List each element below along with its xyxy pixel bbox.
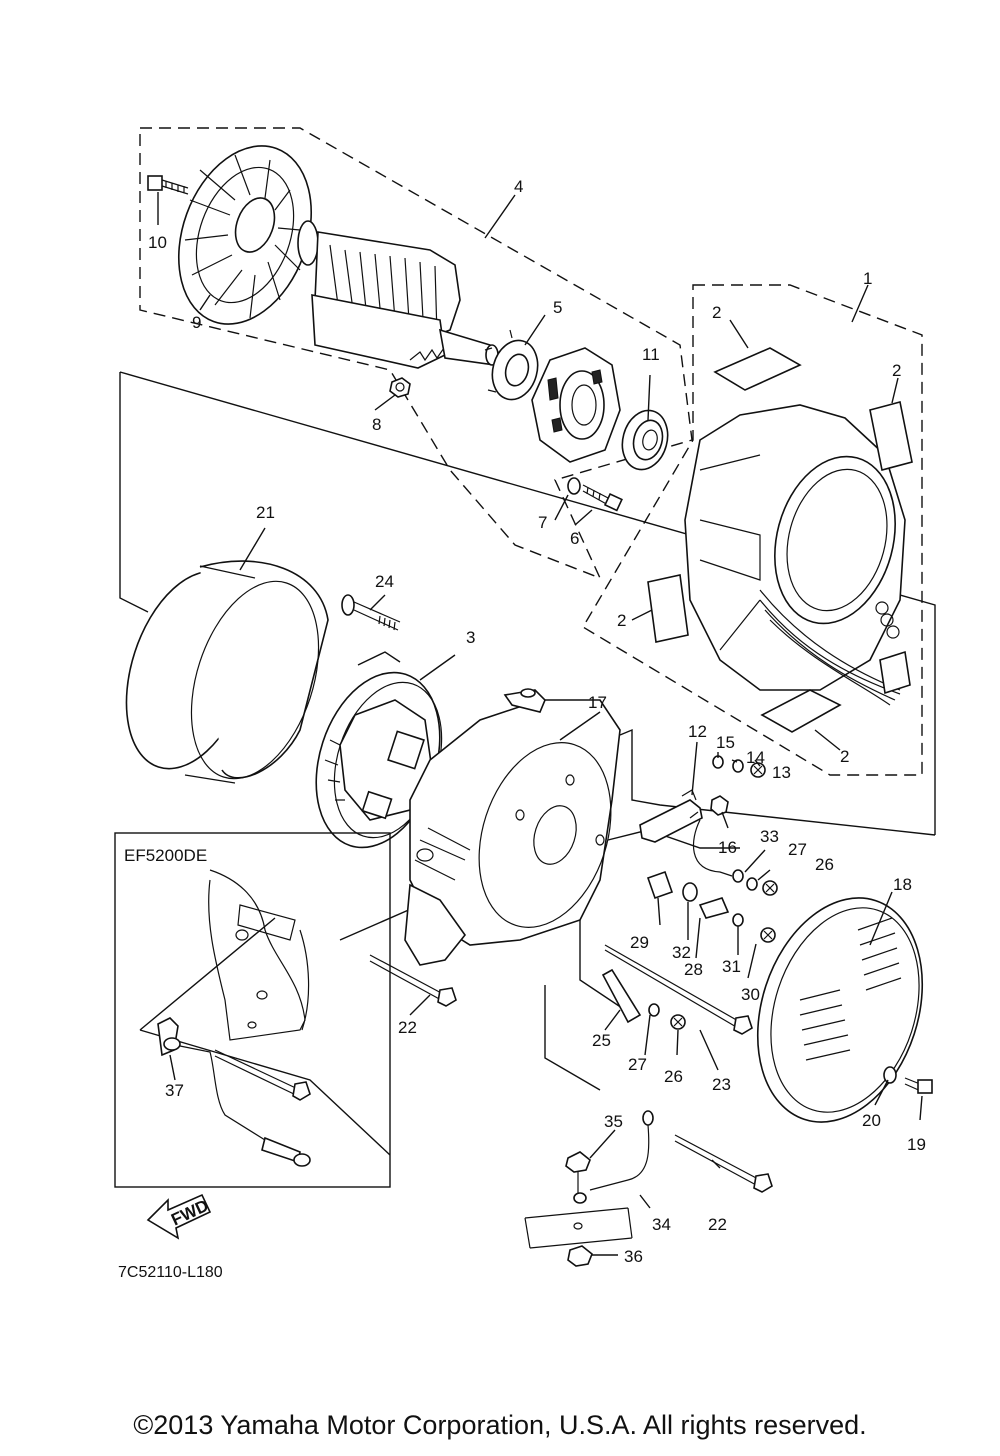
part-8-nut [389,377,411,398]
part-2-pads [647,347,913,733]
callout-18: 18 [893,875,912,894]
callout-28: 28 [684,960,703,979]
callout-30: 30 [741,985,760,1004]
group-4-boundary [139,127,693,580]
part-30-screw [760,927,776,943]
part-29-block [646,870,674,900]
part-1-stator [684,404,911,706]
part-34-ground-cable [573,1110,654,1204]
part-32-collar [682,882,698,902]
callout-2c: 2 [617,611,626,630]
callout-21: 21 [256,503,275,522]
callout-32: 32 [672,943,691,962]
callout-16: 16 [718,838,737,857]
frame-member [524,1207,633,1249]
part-4-rotor [297,220,499,369]
callout-5: 5 [553,298,562,317]
part-25-tab [601,968,642,1024]
part-18-end-cover [756,897,924,1123]
part-26-screw [762,880,778,896]
part-22-bolt-left [369,954,457,1007]
part-27-washer [746,877,758,891]
callout-31: 31 [722,957,741,976]
inset-title: EF5200DE [124,846,208,865]
part-35-bolt [565,1151,591,1195]
part-24-bolt [341,594,401,631]
callout-6: 6 [570,529,579,548]
part-37-cable [157,1017,311,1167]
part-27-washer-lower [648,1003,660,1017]
callout-20: 20 [862,1111,881,1130]
ground-lead [692,819,733,877]
callout-1: 1 [863,269,872,288]
part-20-washer [883,1066,897,1084]
frame-hole [573,1222,583,1230]
callout-33: 33 [760,827,779,846]
part-12-bracket [639,789,703,843]
copyright-notice: ©2013 Yamaha Motor Corporation, U.S.A. A… [133,1410,867,1440]
assembly-boundary-lines [119,371,936,1091]
callout-8: 8 [372,415,381,434]
part-22-bolt-lower [674,1134,773,1193]
part-16-nut [710,795,729,816]
callout-19: 19 [907,1135,926,1154]
part-17-housing [404,688,621,966]
part-10-bolt [147,175,189,195]
callout-22b: 22 [708,1215,727,1234]
callout-23: 23 [712,1075,731,1094]
part-11-bearing [621,409,669,471]
part-6-bolt [582,484,623,512]
callout-26a: 26 [815,855,834,874]
part-14-washer [732,759,744,773]
callout-22a: 22 [398,1018,417,1037]
callout-27b: 27 [628,1055,647,1074]
callout-24: 24 [375,572,394,591]
leader-lines [157,192,923,1256]
callout-2b: 2 [892,361,901,380]
part-9-fan [177,145,313,325]
callout-29: 29 [630,933,649,952]
callout-14: 14 [746,748,765,767]
part-19-bolt [904,1077,933,1094]
callout-10: 10 [148,233,167,252]
callout-26b: 26 [664,1067,683,1086]
callout-9: 9 [192,313,201,332]
reference-code: 7C52110-L180 [118,1264,223,1281]
part-36-nut [567,1245,593,1267]
callout-13: 13 [772,763,791,782]
callout-7: 7 [538,513,547,532]
inset-box [114,832,391,1188]
callout-2d: 2 [840,747,849,766]
part-23-bolt [604,944,753,1035]
callout-37: 37 [165,1081,184,1100]
group-1-boundary [582,284,923,776]
part-5-ring [484,329,539,401]
callout-36: 36 [624,1247,643,1266]
callout-15: 15 [716,733,735,752]
callout-3: 3 [466,628,475,647]
callout-12: 12 [688,722,707,741]
callout-35: 35 [604,1112,623,1131]
part-7-washer [567,477,581,495]
callout-11: 11 [642,345,660,364]
fwd-arrow-icon: FWD [146,1193,211,1240]
callout-17: 17 [588,693,607,712]
part-28-clip [698,897,730,919]
callout-27a: 27 [788,840,807,859]
part-33-washer [732,869,744,883]
callout-4: 4 [514,177,523,196]
stator-core [531,347,621,463]
inset-frame-drawing [139,869,391,1156]
part-26-screw-lower [670,1014,686,1030]
part-31-washer [732,913,744,927]
callout-34: 34 [652,1215,671,1234]
callout-2a: 2 [712,303,721,322]
part-3-rotor-ring [315,671,443,849]
part-21-band [125,560,329,784]
callout-25: 25 [592,1031,611,1050]
